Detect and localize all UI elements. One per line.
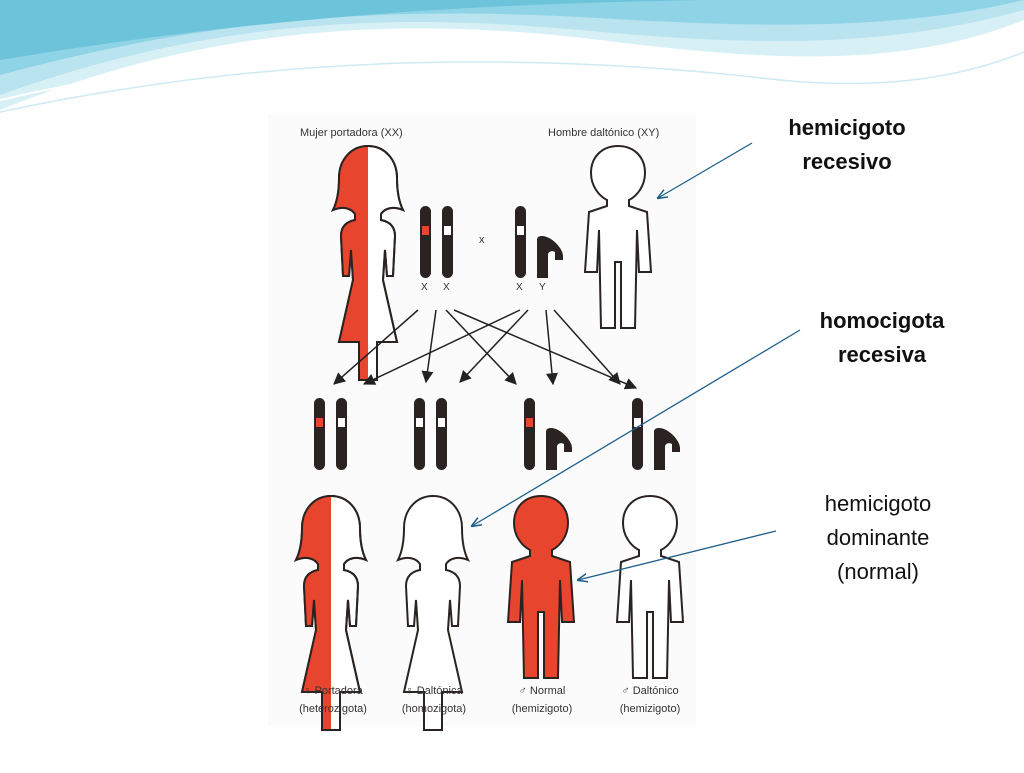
- chromosome-label: X: [421, 282, 428, 293]
- caption-normal-male: ♂ Normal: [519, 685, 566, 697]
- annotation-text: hemicigoto: [824, 491, 932, 516]
- annotation-text: hemicigoto: [788, 115, 906, 140]
- mother-chromosomes: X X: [420, 206, 453, 293]
- mother-label: Mujer portadora (XX): [300, 127, 403, 139]
- annotation-text: (normal): [837, 559, 919, 584]
- annotation-text: recesiva: [837, 342, 927, 367]
- caption-colorblind-female: ♀ Daltónica: [405, 685, 463, 697]
- annotation-hemicigoto-recesivo: hemicigoto recesivo: [772, 111, 922, 179]
- inheritance-arrows: [333, 309, 638, 390]
- father-chromosomes: X Y: [515, 206, 563, 293]
- chromosome-label: Y: [539, 282, 546, 293]
- caption-colorblind-male-detail: (hemizigoto): [620, 703, 681, 715]
- header-wave: [0, 0, 1024, 113]
- annotation-text: homocigota: [819, 308, 945, 333]
- chromosome-label: X: [516, 282, 523, 293]
- cross-symbol: x: [479, 234, 485, 246]
- caption-normal-male-detail: (hemizigoto): [512, 703, 573, 715]
- annotation-text: dominante: [826, 525, 930, 550]
- annotation-homocigota-recesiva: homocigota recesiva: [804, 304, 960, 372]
- annotation-arrows: [472, 142, 801, 580]
- caption-carrier-detail: (heterozigota): [299, 703, 367, 715]
- caption-carrier: ♀ Portadora: [303, 685, 363, 697]
- annotation-text: recesivo: [802, 149, 892, 174]
- father-label: Hombre daltónico (XY): [548, 127, 659, 139]
- caption-colorblind-male: ♂ Daltónico: [621, 685, 678, 697]
- caption-colorblind-female-detail: (homozigota): [402, 703, 466, 715]
- chromosome-label: X: [443, 282, 450, 293]
- annotation-hemicigoto-dominante: hemicigoto dominante (normal): [800, 487, 956, 589]
